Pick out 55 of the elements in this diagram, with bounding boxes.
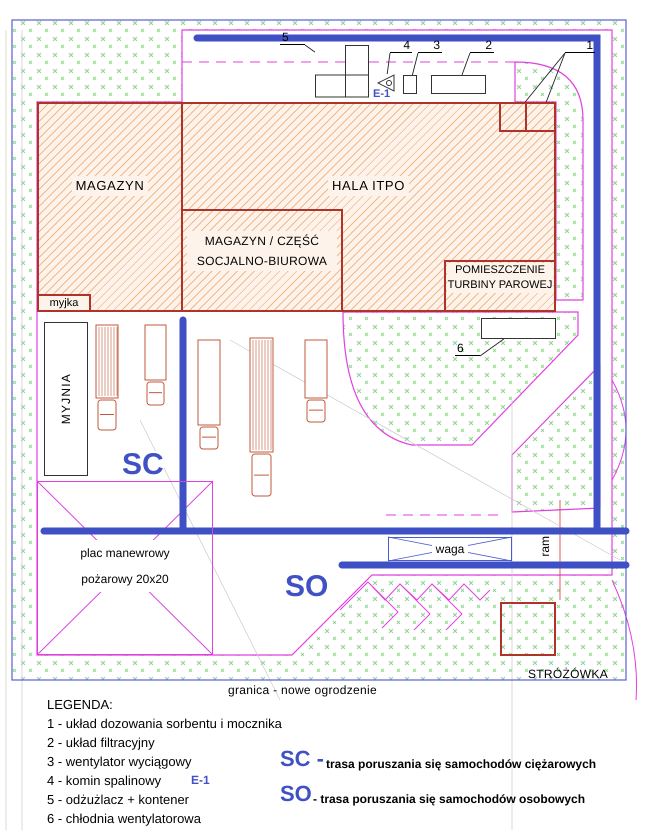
legend-entry: 4 - komin spalinowy — [47, 772, 162, 790]
cooler-box — [481, 318, 556, 339]
callout-number-text: 2 — [485, 38, 493, 52]
callout-number-text: 4 — [403, 38, 411, 52]
legend-entry: 2 - układ filtracyjny — [47, 734, 155, 752]
callout-number-text: 1 — [586, 38, 594, 52]
building-label: HALA ITPO — [328, 176, 410, 196]
building-label: STRÓŻÓWKA — [528, 667, 608, 681]
callout-number — [565, 38, 595, 53]
fan-box — [403, 75, 417, 94]
legend-entry: 6 - chłodnia wentylatorowa — [47, 810, 201, 828]
building-label: MYJNIA — [58, 373, 74, 425]
maneuver-area — [37, 481, 213, 655]
room-label: POMIESZCZENIE TURBINY PAROWEJ — [447, 263, 553, 293]
building-outline — [44, 322, 88, 476]
room-label: myjka — [50, 297, 78, 309]
room-label: MAGAZYN / CZĘŚĆ SOCJALNO-BIUROWA — [187, 231, 337, 271]
dosing-unit-box — [499, 102, 527, 132]
callout-number-text: 5 — [281, 30, 289, 44]
callout-number — [418, 38, 442, 53]
leader-line — [386, 52, 390, 74]
legend-entry: 1 - układ dozowania sorbentu i mocznika — [47, 715, 282, 733]
leader-line — [462, 52, 470, 76]
boundary-label: granica - nowe ogrodzenie — [228, 682, 377, 699]
legend-title: LEGENDA: — [47, 696, 113, 714]
callout-number — [455, 341, 480, 356]
callout-number — [390, 38, 412, 53]
legend-entry: - trasa poruszania się samochodów osobowych — [313, 791, 586, 808]
route-code: SO — [285, 570, 328, 604]
filter-box — [431, 75, 486, 94]
leader-line — [412, 52, 418, 76]
legend-entry: trasa poruszania się samochodów ciężarowych — [326, 756, 596, 773]
room-outline — [37, 294, 91, 312]
legend-entry: 5 - odżużlacz + kontener — [47, 791, 189, 809]
legend-entry: 3 - wentylator wyciągowy — [47, 753, 192, 771]
route-code: SO — [280, 781, 312, 807]
route-code: SC - — [280, 746, 324, 772]
building-outline — [181, 102, 556, 312]
symbol-code: E-1 — [191, 772, 210, 789]
callout-number — [470, 38, 494, 53]
callout-number — [280, 30, 305, 45]
building-outline — [37, 102, 183, 312]
leader-line — [480, 338, 504, 356]
container-symbol — [315, 45, 369, 98]
symbol-code: E-1 — [373, 88, 390, 100]
callout-number-text: 3 — [433, 38, 441, 52]
leader-line — [546, 52, 566, 102]
room-outline — [444, 260, 556, 312]
callout-number-text: 6 — [456, 341, 464, 355]
scale-outline — [388, 537, 512, 561]
room-outline — [181, 209, 343, 312]
leader-line — [524, 52, 566, 102]
building-label: MAGAZYN — [72, 176, 148, 196]
leader-line — [304, 44, 316, 53]
scale-label: waga — [432, 542, 468, 556]
